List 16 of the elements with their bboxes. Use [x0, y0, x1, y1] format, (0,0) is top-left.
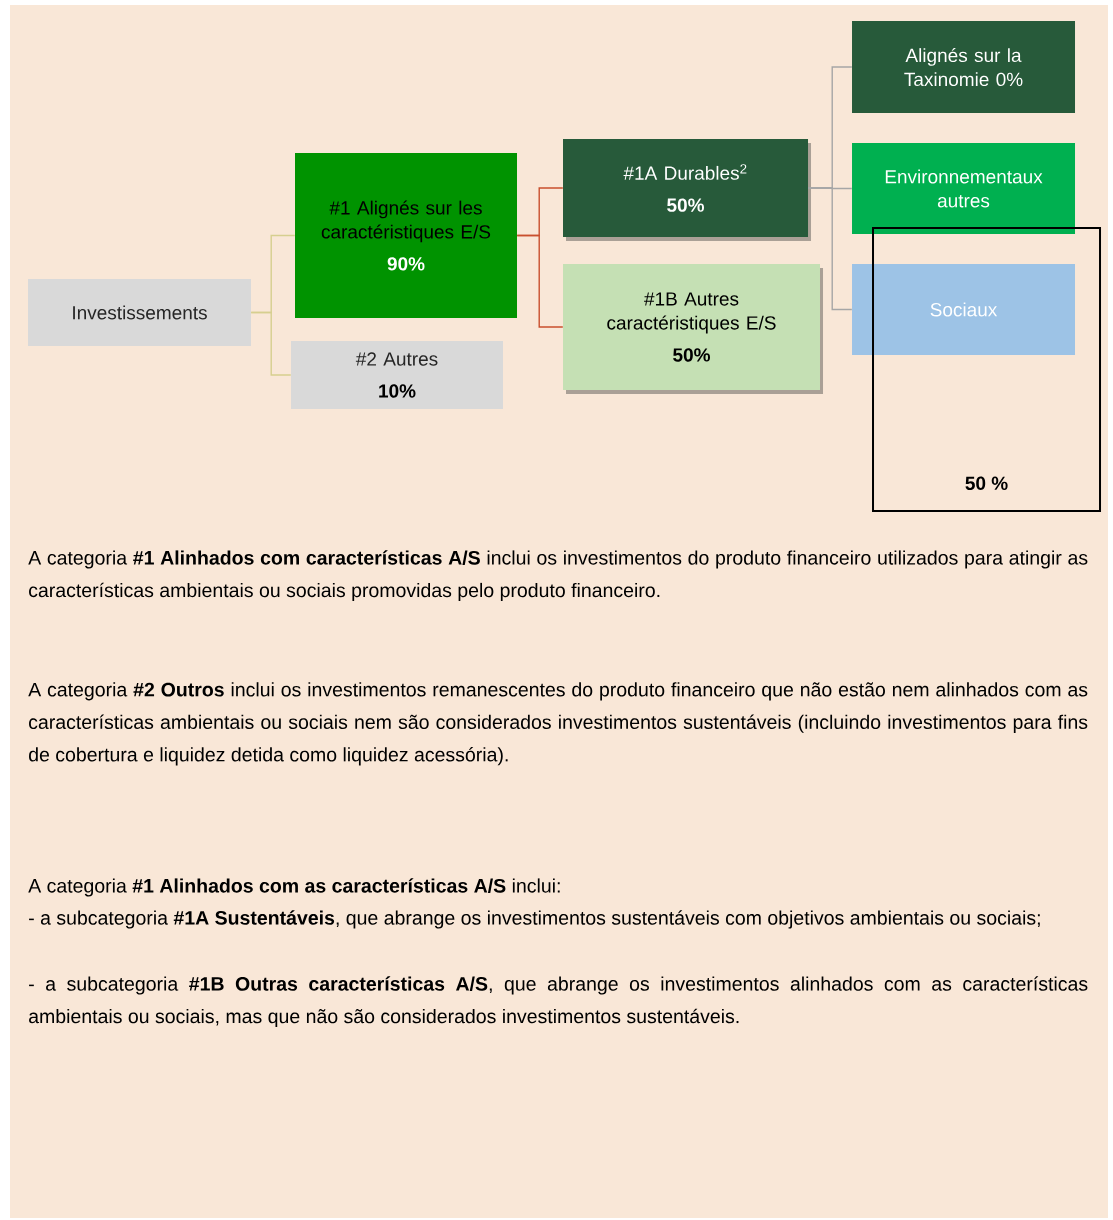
- category-box: Alignés sur la Taxinomie 0%: [852, 21, 1075, 113]
- category-box: Sociaux: [852, 264, 1075, 355]
- list-item: - a subcategoria #1B Outras características A/S, que abrange os investimentos alinhados com as características ambientais ou sociais, mas que não são considerados investimentos sustentáveis.: [29, 976, 1088, 1028]
- category-box: Environnementaux autres: [852, 143, 1075, 234]
- list-item: - a subcategoria #1A Sustentáveis, que abrange os investimentos sustentáveis com objetivos ambientais ou sociais;: [29, 910, 1040, 929]
- paragraph: A categoria #2 Outros inclui os investimentos remanescentes do produto financeiro que não estão nem alinhados com as características ambientais ou sociais nem são considerados investimentos sustentáveis (incluindo investimentos para fins de cobertura e liquidez detida como liquidez acessória).: [28, 682, 1088, 766]
- connector-line: [807, 187, 853, 311]
- category-box: #1A Durables$^{2}$ 50%: [563, 139, 811, 241]
- paragraph: A categoria #1 Alinhados com características A/S inclui os investimentos do produto financeiro utilizados para atingir as características ambientais ou sociais promovidas pelo produto financeiro.: [28, 550, 1088, 602]
- connector-line: [516, 234, 564, 328]
- category-box: Investissements: [28, 279, 251, 346]
- category-box: #1B Autres caractéristiques E/S 50%: [563, 264, 823, 394]
- paragraph: A categoria #1 Alinhados com as características A/S inclui:: [28, 878, 560, 897]
- category-box: #2 Autres 10%: [291, 341, 503, 409]
- category-box: #1 Alignés sur les caractéristiques E/S 90%: [295, 153, 517, 318]
- connector-line: [250, 311, 292, 376]
